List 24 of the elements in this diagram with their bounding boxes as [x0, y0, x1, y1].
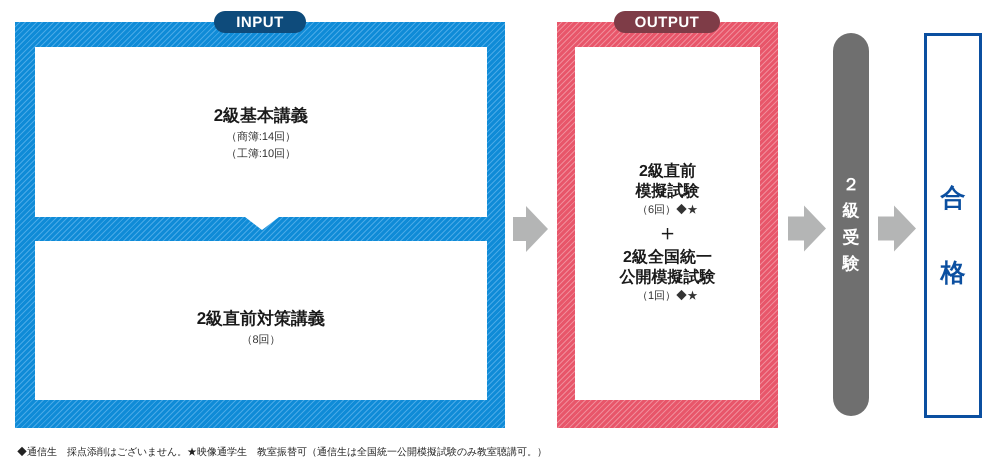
session-count: （商簿:14回） [226, 130, 296, 145]
section-tag: OUTPUT [614, 11, 720, 33]
session-count: （6回）◆★ [636, 203, 698, 218]
result-label: 合格 [940, 182, 966, 288]
block-arrow [513, 206, 548, 252]
exam-step-bar [833, 33, 869, 416]
block-arrow [878, 206, 916, 252]
lecture-card [35, 47, 487, 217]
exam-title: 2級全国統一公開模擬試験 [618, 248, 716, 288]
course-title: 2級基本講義 [214, 104, 308, 127]
session-count: （工簿:10回） [226, 146, 296, 162]
exam-title: 2級直前模擬試験 [634, 162, 700, 202]
vertical-label: ２級受験 [842, 174, 860, 275]
lecture-card [35, 241, 487, 400]
session-count: （8回） [241, 332, 281, 348]
result-box [924, 33, 982, 418]
course-title: 2級直前対策講義 [196, 308, 326, 330]
footnote: ◆通信生 採点添削はございません。★映像通学生 教室振替可（通信生は全国統一公開模擬試験のみ教室聴講可。） [17, 446, 547, 459]
block-arrow [788, 206, 826, 252]
mock-exam-card [575, 47, 760, 400]
section-tag: INPUT [214, 11, 306, 33]
notch-arrow [245, 216, 279, 230]
session-count: （1回）◆★ [636, 288, 698, 304]
plus-sign: ＋ [656, 221, 678, 246]
